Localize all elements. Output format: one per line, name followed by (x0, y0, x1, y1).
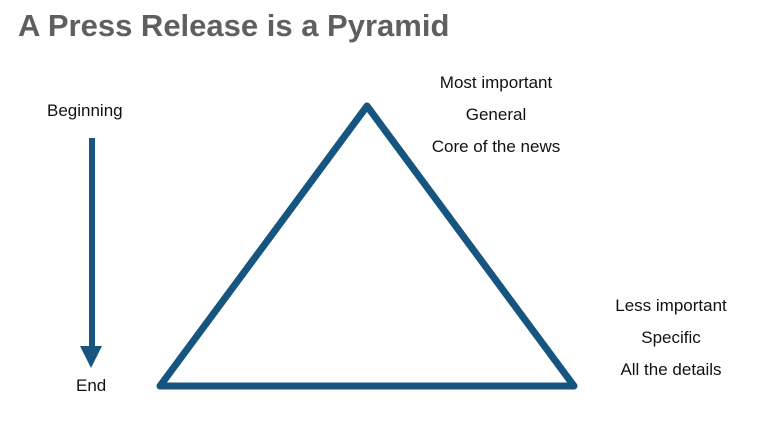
bottom-label: All the details (620, 360, 722, 379)
bottom-label: Less important (615, 296, 727, 315)
top-label: Core of the news (431, 137, 561, 156)
arrow-shaft (89, 138, 95, 352)
top-label: Most important (439, 73, 553, 92)
bottom-label: Specific (641, 328, 701, 347)
pyramid-triangle (156, 102, 578, 390)
slide-title: A Press Release is a Pyramid (18, 8, 450, 43)
end-label: End (76, 376, 107, 395)
top-label: General (465, 105, 527, 124)
beginning-label: Beginning (47, 101, 123, 120)
arrow-head (80, 346, 102, 368)
